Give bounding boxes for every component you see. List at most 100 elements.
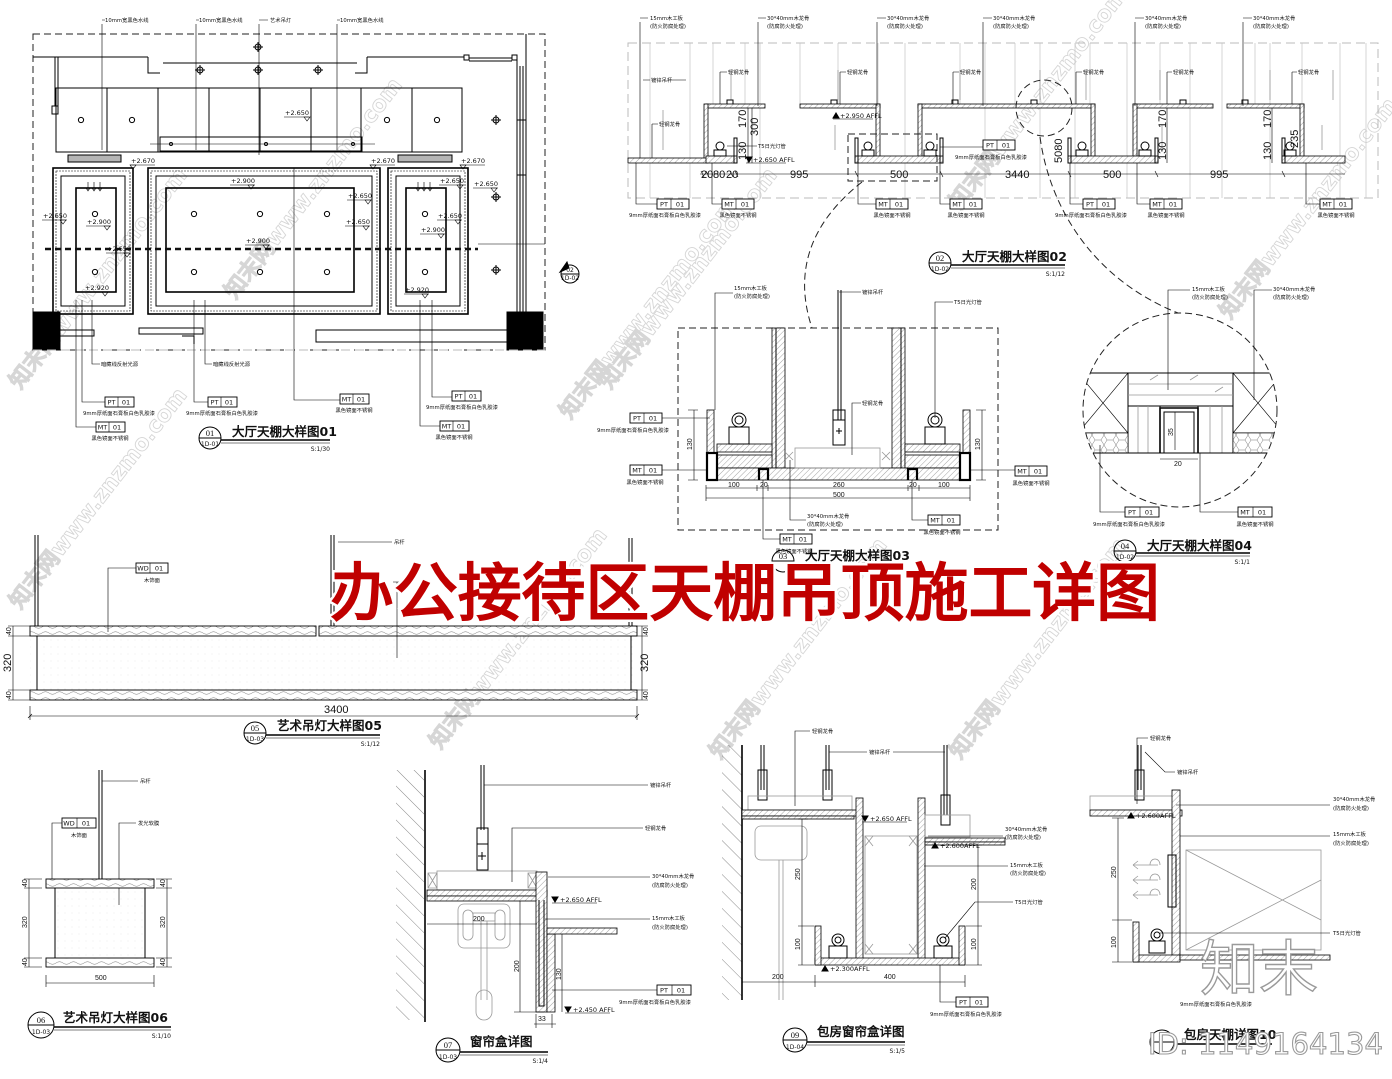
plywood-top: [426, 889, 548, 897]
detail-06-dimensions: 40 320 40 40 320 40 500: [22, 878, 172, 987]
watermark-text: 知末网www.znzmo.com: [594, 163, 782, 394]
lamp-trough: [1132, 954, 1181, 963]
svg-text:5080: 5080: [1053, 139, 1065, 163]
svg-text:9mm厚纸面石膏板白色乳胶漆: 9mm厚纸面石膏板白色乳胶漆: [597, 426, 670, 434]
svg-text:T5日光灯管: T5日光灯管: [1014, 898, 1043, 906]
svg-text:07: 07: [444, 1040, 453, 1050]
material-tag-mt01: MT 01 黑色镜面不锈钢: [1236, 506, 1274, 528]
svg-text:+2.650 AFFL: +2.650 AFFL: [753, 156, 795, 164]
svg-text:大厅天棚大样图01: 大厅天棚大样图01: [232, 424, 337, 439]
svg-text:500: 500: [95, 975, 107, 982]
wall-hatch: [396, 770, 424, 1020]
svg-text:9mm厚纸面石膏板白色乳胶漆: 9mm厚纸面石膏板白色乳胶漆: [1055, 211, 1128, 219]
stainless-end-left: [705, 451, 719, 482]
steel-keel: [1089, 795, 1176, 811]
svg-text:(防火防腐处理): (防火防腐处理): [734, 292, 770, 300]
svg-text:320: 320: [22, 916, 29, 928]
svg-text:30*40mm木龙骨: 30*40mm木龙骨: [652, 872, 694, 880]
svg-text:PT: PT: [986, 142, 994, 150]
svg-text:320: 320: [639, 654, 651, 672]
svg-text:40: 40: [6, 627, 13, 635]
detail-07-dimensions: 200 200 130 33: [427, 901, 563, 1028]
air-vent-bar: [397, 154, 453, 163]
watermark-brand: 知末: [1200, 935, 1318, 1005]
plywood-vertical-right: [917, 797, 926, 963]
material-tag-mt01: MT 01 黑色镜面不锈钢: [947, 198, 985, 219]
svg-text:200: 200: [473, 916, 485, 923]
svg-text:30*40mm木龙骨: 30*40mm木龙骨: [807, 512, 849, 520]
svg-text:1D-02: 1D-02: [561, 275, 579, 282]
svg-text:30*40mm木龙骨: 30*40mm木龙骨: [1005, 825, 1047, 833]
material-tag-wd01: WD 01 木饰面: [61, 817, 97, 839]
material-tag-pt01: PT 01 9mm厚纸面石膏板白色乳胶漆: [83, 396, 156, 417]
wall-hatch: [722, 745, 742, 1000]
material-tag-pt01: PT 01 9mm厚纸面石膏板白色乳胶漆: [426, 390, 499, 411]
svg-text:3440: 3440: [1005, 169, 1029, 181]
detail-05-dimensions: 40 320 40 40 320 40 3400: [2, 625, 651, 720]
coffer-center: [147, 167, 381, 395]
detail-09-notes: 轻钢龙骨 镀锌吊杆 30*40mm木龙骨(防腐防火处理) 15mm木工板(防火防…: [794, 727, 1047, 1018]
svg-text:窗帘盒详图: 窗帘盒详图: [470, 1034, 533, 1049]
svg-text:+2.600AFFL: +2.600AFFL: [1136, 812, 1176, 820]
downlight-icons: [195, 42, 501, 275]
svg-text:MT: MT: [98, 424, 108, 432]
detail-callout-box-03: [847, 133, 938, 182]
svg-text:轻钢龙骨: 轻钢龙骨: [1150, 734, 1171, 742]
svg-text:130: 130: [556, 968, 563, 980]
drawing-title-03: 03 大厅天棚大样图03: [771, 548, 910, 573]
lamp-trough: [814, 957, 966, 966]
drawing-title-07: 07 1D-03 窗帘盒详图 S:1/4: [435, 1034, 548, 1065]
svg-text:200: 200: [514, 960, 521, 972]
svg-text:MT: MT: [1322, 201, 1332, 209]
air-vent-bar: [67, 154, 122, 163]
material-tag-pt01: PT 01 9mm厚纸面石膏板白色乳胶漆: [1055, 198, 1128, 219]
svg-text:(防火防腐处理): (防火防腐处理): [1010, 869, 1046, 877]
svg-text:235: 235: [1289, 130, 1301, 148]
column: [32, 311, 61, 351]
svg-text:01: 01: [1169, 201, 1177, 209]
svg-text:镀锌吊杆: 镀锌吊杆: [869, 748, 891, 756]
svg-text:40: 40: [6, 691, 13, 699]
note-black-line: 10mm宽黑色水线: [105, 16, 149, 24]
coffer-right: [387, 167, 469, 315]
note-black-line: 10mm宽黑色水线: [340, 16, 384, 24]
svg-text:黑色镜面不锈钢: 黑色镜面不锈钢: [1147, 211, 1184, 219]
svg-text:轻钢龙骨: 轻钢龙骨: [862, 399, 883, 407]
svg-text:艺术吊灯大样图06: 艺术吊灯大样图06: [63, 1010, 168, 1025]
wood-veneer-bar-top: [318, 625, 638, 637]
watermark-id: ID: 1149164134: [1148, 1027, 1383, 1061]
svg-text:400: 400: [884, 974, 896, 981]
material-tag-pt01: PT 01 9mm厚纸面石膏板白色乳胶漆: [619, 984, 692, 1006]
svg-text:1D-02: 1D-02: [931, 266, 949, 273]
svg-text:20: 20: [726, 169, 738, 181]
detail-04-notes: 15mm木工板(防火防腐处理) 30*40mm木龙骨(防腐防火处理) PT 01…: [1093, 285, 1315, 528]
svg-text:+2.670: +2.670: [371, 157, 395, 165]
svg-text:03: 03: [779, 551, 788, 561]
svg-text:40: 40: [160, 958, 167, 966]
section-dimensions: 20 80 20 995 500 3440 500 995 170 300 13…: [700, 108, 1345, 181]
svg-text:黑色镜面不锈钢: 黑色镜面不锈钢: [1317, 211, 1354, 219]
drawing-03-lamp-trough-detail: 15mm木工板(防火防腐处理) 镀锌吊杆 T5日光灯管 轻钢龙骨 30*40mm…: [597, 284, 1050, 573]
svg-text:黑色镜面不锈钢: 黑色镜面不锈钢: [947, 211, 984, 219]
svg-text:黑色镜面不锈钢: 黑色镜面不锈钢: [775, 547, 812, 555]
svg-text:MT: MT: [782, 536, 792, 544]
svg-text:+2.650: +2.650: [346, 218, 370, 226]
drawing-title-02: 02 1D-02 大厅天棚大样图02 S:1/12: [928, 249, 1067, 278]
svg-text:艺术吊灯大样图05: 艺术吊灯大样图05: [277, 718, 382, 733]
svg-text:大厅天棚大样图04: 大厅天棚大样图04: [1147, 538, 1252, 553]
svg-text:06: 06: [37, 1015, 46, 1025]
detail-callout-circle-04: [1015, 79, 1073, 137]
svg-text:轻钢龙骨: 轻钢龙骨: [645, 824, 666, 832]
material-tag-mt01: MT 01 黑色镜面不锈钢: [719, 198, 757, 219]
svg-text:(防腐防火处理): (防腐防火处理): [1005, 833, 1041, 841]
svg-text:PT: PT: [660, 987, 668, 995]
svg-text:轻钢龙骨: 轻钢龙骨: [728, 68, 749, 76]
svg-text:9mm厚纸面石膏板白色乳胶漆: 9mm厚纸面石膏板白色乳胶漆: [619, 998, 692, 1006]
svg-text:+2.650: +2.650: [285, 109, 309, 117]
svg-text:包房窗帘盒详图: 包房窗帘盒详图: [816, 1024, 905, 1039]
stainless-end-right: [958, 451, 972, 482]
svg-text:320: 320: [160, 916, 167, 928]
svg-text:1D-04: 1D-04: [786, 1044, 804, 1051]
svg-text:40: 40: [22, 958, 29, 966]
svg-text:170: 170: [1157, 110, 1169, 128]
